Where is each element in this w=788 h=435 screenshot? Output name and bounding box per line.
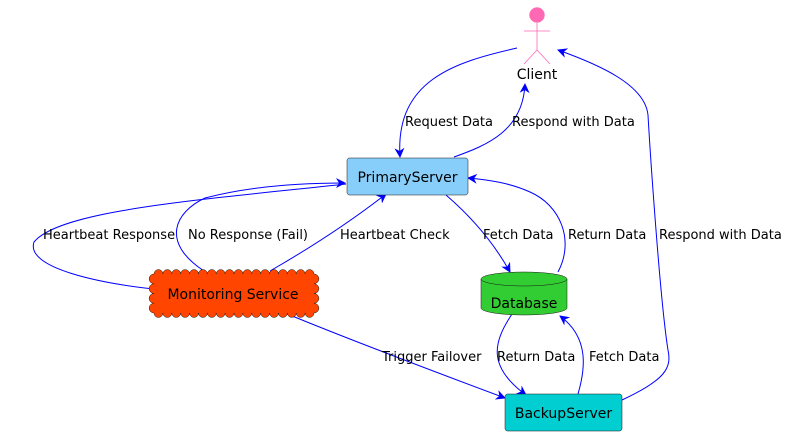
- client-actor-leg-left: [523, 49, 538, 65]
- client-label: Client: [517, 67, 558, 83]
- client-actor[interactable]: Client: [517, 7, 558, 84]
- edge-labels: Request Data Respond with Data Heartbeat…: [43, 115, 782, 365]
- edge-database-to-primary: [467, 173, 566, 273]
- edge-label-heartbeat-response: Heartbeat Response: [43, 228, 175, 243]
- edge-monitoring-to-primary-check: [269, 193, 387, 272]
- database-node[interactable]: Database: [480, 271, 568, 316]
- primary-server-label: PrimaryServer: [357, 170, 457, 186]
- backup-server-box: [504, 393, 623, 432]
- monitoring-service-node[interactable]: Monitoring Service: [148, 269, 320, 318]
- primary-server-node[interactable]: PrimaryServer: [346, 157, 469, 196]
- monitoring-service-label: Monitoring Service: [167, 287, 298, 303]
- edge-primary-to-database: [445, 194, 511, 273]
- edge-label-request-data: Request Data: [405, 115, 493, 130]
- edge-label-return-data-backup: Return Data: [497, 350, 575, 365]
- edge-label-fetch-data: Fetch Data: [483, 228, 553, 243]
- edge-primary-to-client: [453, 83, 530, 158]
- edge-backup-to-database: [559, 315, 584, 395]
- edge-label-return-data: Return Data: [568, 228, 646, 243]
- database-label: Database: [491, 296, 558, 312]
- edge-backup-to-client: [557, 48, 670, 401]
- edge-primary-to-monitoring: [32, 183, 347, 295]
- edges: [32, 47, 670, 401]
- edge-label-heartbeat-check: Heartbeat Check: [340, 228, 450, 243]
- client-actor-head: [529, 7, 545, 23]
- backup-server-node[interactable]: BackupServer: [504, 393, 623, 432]
- edge-monitoring-to-backup: [284, 312, 506, 400]
- edge-label-respond-with-data-backup: Respond with Data: [659, 228, 782, 243]
- database-cylinder: [480, 271, 568, 316]
- database-cylinder-rim: [480, 278, 568, 287]
- primary-server-box: [346, 157, 469, 196]
- edge-label-no-response-fail: No Response (Fail): [188, 228, 308, 243]
- edge-label-respond-with-data: Respond with Data: [512, 115, 635, 130]
- edge-database-to-backup: [496, 313, 527, 396]
- edge-label-fetch-data-backup: Fetch Data: [589, 350, 659, 365]
- backup-server-label: BackupServer: [515, 406, 612, 422]
- edge-label-trigger-failover: Trigger Failover: [381, 350, 482, 365]
- monitoring-service-cloud: [148, 269, 320, 318]
- client-actor-leg-right: [536, 49, 551, 65]
- edge-client-to-primary: [394, 47, 518, 158]
- edge-monitoring-to-primary-fail: [175, 178, 346, 272]
